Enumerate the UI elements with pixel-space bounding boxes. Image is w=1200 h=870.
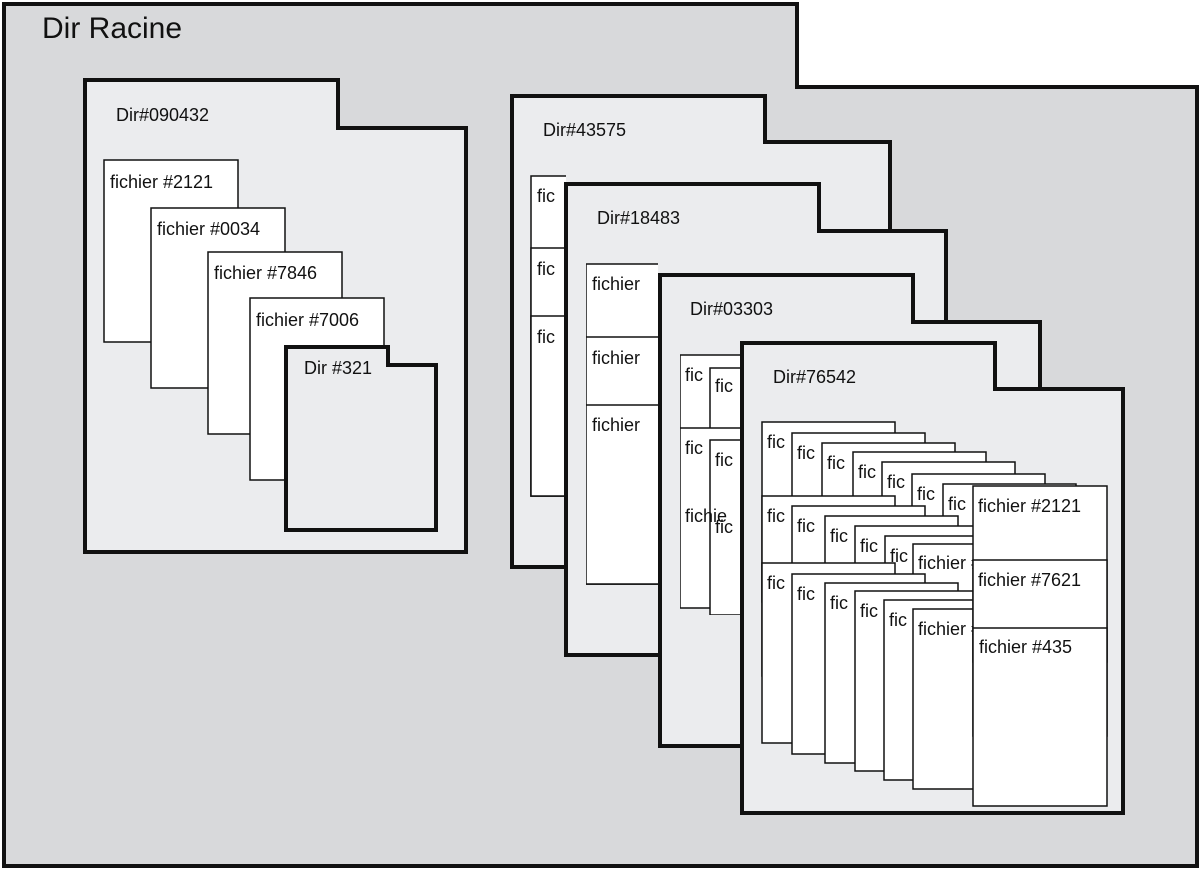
dir-090432: Dir#090432 fichier #2121 fichier #0034 f…: [83, 78, 468, 554]
file-label: fichier #7006: [256, 310, 359, 330]
dir-321-folder-shape: [284, 345, 438, 532]
file-label: fic: [797, 516, 815, 536]
dir-76542: Dir#76542 fic fic fic fic fic: [740, 341, 1125, 815]
dir-090432-label: Dir#090432: [116, 105, 209, 125]
file-label: fic: [860, 601, 878, 621]
file-label: fic: [715, 450, 733, 470]
file-label: fic: [827, 453, 845, 473]
file-label: fic: [860, 536, 878, 556]
file-label: fichier #2121: [110, 172, 213, 192]
file-label: fic: [685, 365, 703, 385]
file-label: fic: [797, 584, 815, 604]
file-label: fic: [537, 327, 555, 347]
file-label: fichier #7846: [214, 263, 317, 283]
file-card: fic: [530, 315, 566, 497]
file-label: fic: [767, 432, 785, 452]
dir-racine-label: Dir Racine: [42, 12, 182, 45]
dir-18483-label: Dir#18483: [597, 208, 680, 228]
file-label: fic: [830, 526, 848, 546]
dir-43575-label: Dir#43575: [543, 120, 626, 140]
file-label: fic: [887, 472, 905, 492]
file-label: fic: [890, 546, 908, 566]
file-card: fic: [709, 439, 742, 615]
file-label: fichier: [592, 415, 640, 435]
dir-321-label: Dir #321: [304, 358, 372, 378]
file-label: fic: [715, 517, 733, 537]
file-label: fic: [767, 506, 785, 526]
file-label: fichier #7621: [978, 570, 1081, 590]
file-label: fic: [537, 259, 555, 279]
file-label: fic: [830, 593, 848, 613]
file-label: fichier #0034: [157, 219, 260, 239]
file-label: fichier: [592, 348, 640, 368]
file-card: fichier #435: [972, 627, 1108, 807]
dir-321: Dir #321: [284, 345, 438, 532]
file-label: fic: [715, 376, 733, 396]
dir-03303-label: Dir#03303: [690, 299, 773, 319]
file-label: fic: [685, 438, 703, 458]
file-label: fic: [858, 462, 876, 482]
file-label: fic: [948, 494, 966, 514]
file-label: fic: [889, 610, 907, 630]
file-label: fichier #435: [979, 637, 1072, 657]
file-label: fic: [797, 443, 815, 463]
file-label: fichier #2121: [978, 496, 1081, 516]
file-label: fichier: [592, 274, 640, 294]
file-label: fic: [917, 484, 935, 504]
file-label: fic: [767, 573, 785, 593]
dir-76542-label: Dir#76542: [773, 367, 856, 387]
file-card: fichier: [586, 404, 658, 585]
file-label: fic: [537, 186, 555, 206]
file-label: fichie: [685, 506, 727, 526]
